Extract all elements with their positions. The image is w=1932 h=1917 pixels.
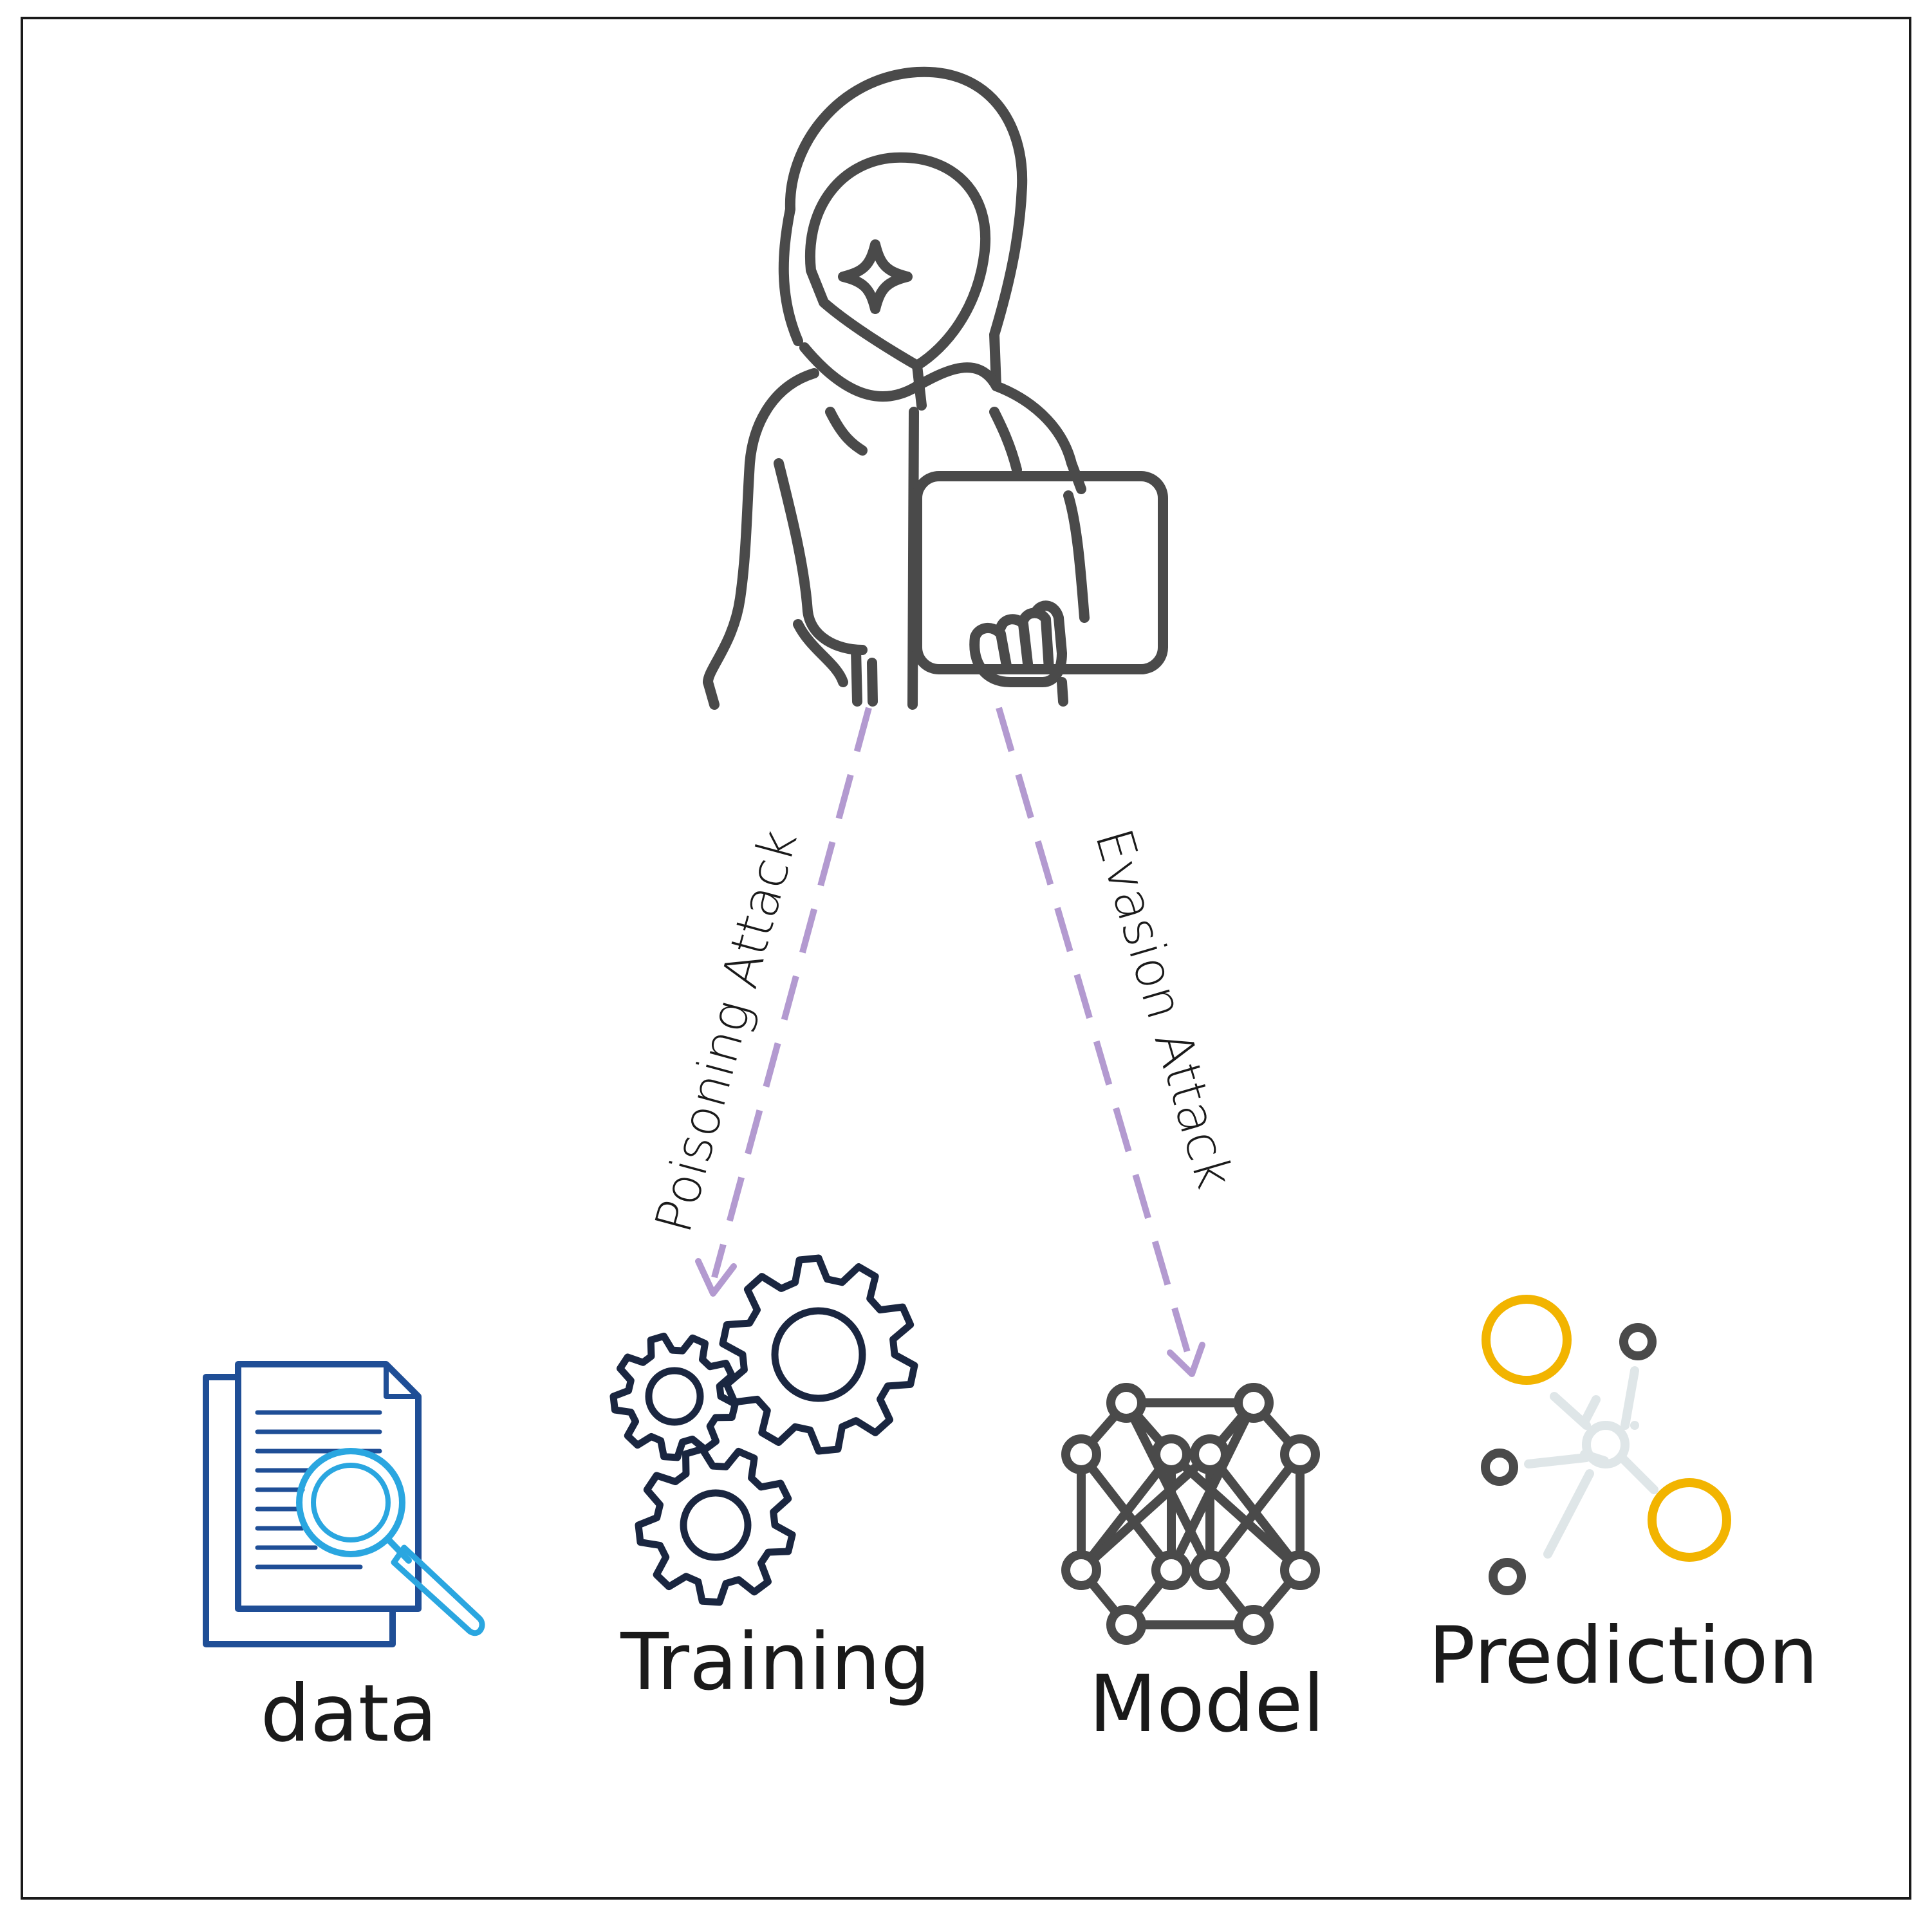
nn-node <box>1106 1383 1146 1423</box>
nn-edge <box>1078 1450 1213 1574</box>
prediction-network-icon <box>1481 1295 1731 1595</box>
gears-icon <box>609 1254 918 1606</box>
gear-small-icon <box>609 1332 739 1461</box>
prediction-node-yellow-small <box>1648 1478 1731 1562</box>
nn-node <box>1106 1605 1146 1645</box>
training-label: Training <box>620 1616 930 1708</box>
gear-bottom-hole <box>680 1489 752 1561</box>
gear-bottom-icon <box>635 1445 796 1606</box>
prediction-hub-node <box>1582 1421 1630 1468</box>
hacker-icon <box>703 66 1168 710</box>
gear-large-hole <box>771 1307 866 1402</box>
prediction-node-yellow-large <box>1482 1295 1572 1385</box>
evasion-arrow <box>996 707 1205 1377</box>
nn-node <box>1280 1550 1320 1590</box>
nn-node <box>1061 1550 1101 1590</box>
poisoning-attack-label: Poisoning Attack <box>644 824 808 1239</box>
prediction-node-top-right <box>1619 1323 1657 1360</box>
evasion-attack-label: Evasion Attack <box>1084 822 1243 1195</box>
nn-node <box>1234 1383 1274 1423</box>
nn-edge <box>1122 1400 1214 1573</box>
nn-node <box>1234 1605 1274 1645</box>
diagram-frame <box>21 17 1911 1900</box>
neural-network-icon <box>1061 1383 1320 1645</box>
nn-edge <box>1167 1400 1258 1573</box>
gear-large-outline <box>719 1254 918 1455</box>
prediction-node-bottom <box>1489 1558 1526 1595</box>
nn-node <box>1190 1434 1230 1474</box>
document-search-icon <box>203 1361 485 1647</box>
poisoning-arrow <box>695 707 872 1297</box>
gear-bottom-outline <box>635 1445 796 1606</box>
nn-node <box>1061 1434 1101 1474</box>
nn-node <box>1190 1550 1230 1590</box>
nn-node <box>1151 1434 1191 1474</box>
gear-small-outline <box>609 1332 739 1461</box>
gear-large-icon <box>719 1254 918 1455</box>
prediction-node-left <box>1481 1449 1518 1486</box>
nn-node <box>1280 1434 1320 1474</box>
prediction-label: Prediction <box>1428 1610 1818 1701</box>
model-label: Model <box>1089 1658 1324 1750</box>
data-label: data <box>261 1668 438 1759</box>
nn-node <box>1151 1550 1191 1590</box>
gear-small-hole <box>645 1367 704 1426</box>
